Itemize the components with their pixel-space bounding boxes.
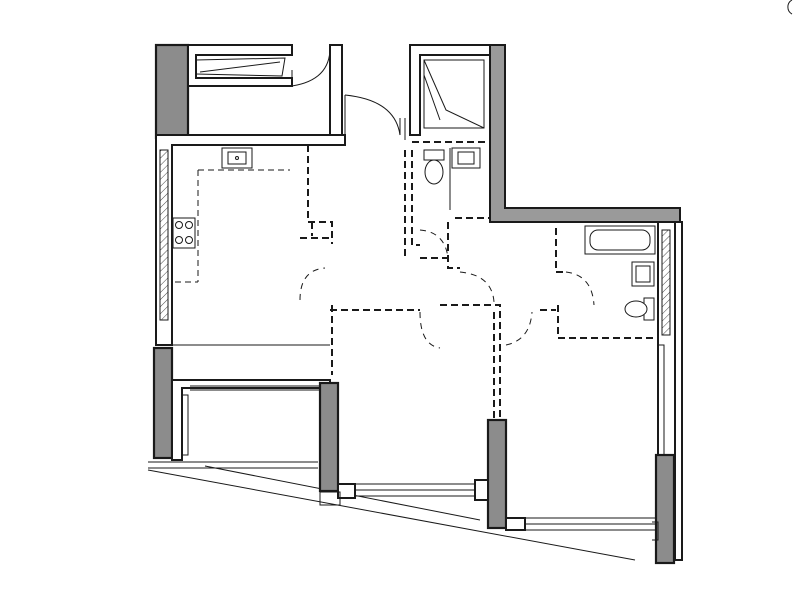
bathroom-large (540, 221, 676, 546)
washbasin-icon (451, 147, 481, 169)
partition-dashed (299, 145, 441, 375)
column (154, 43, 190, 140)
stove-icon (172, 217, 196, 249)
column (654, 453, 676, 565)
entrance-door (344, 94, 406, 140)
outer-wall-gray (489, 44, 681, 223)
bedroom-middle (318, 304, 533, 506)
door-arc (291, 47, 331, 87)
column (152, 346, 174, 460)
kitchen-counter (175, 169, 290, 283)
toilet-icon (624, 297, 655, 321)
storage-top-left (154, 43, 343, 140)
sink-icon (221, 147, 253, 169)
bathroom-small (412, 141, 490, 219)
corner-mark (787, 0, 793, 15)
balcony (147, 346, 636, 561)
storage-top-right (409, 44, 499, 216)
toilet-icon (423, 149, 445, 185)
bedroom-right (474, 344, 676, 565)
hallway (404, 150, 495, 303)
kitchen-living (155, 134, 346, 346)
outer-wall-right (674, 221, 683, 561)
bathtub-icon (584, 225, 656, 255)
column (318, 381, 340, 493)
column (486, 418, 508, 530)
washbasin-icon (631, 261, 655, 287)
